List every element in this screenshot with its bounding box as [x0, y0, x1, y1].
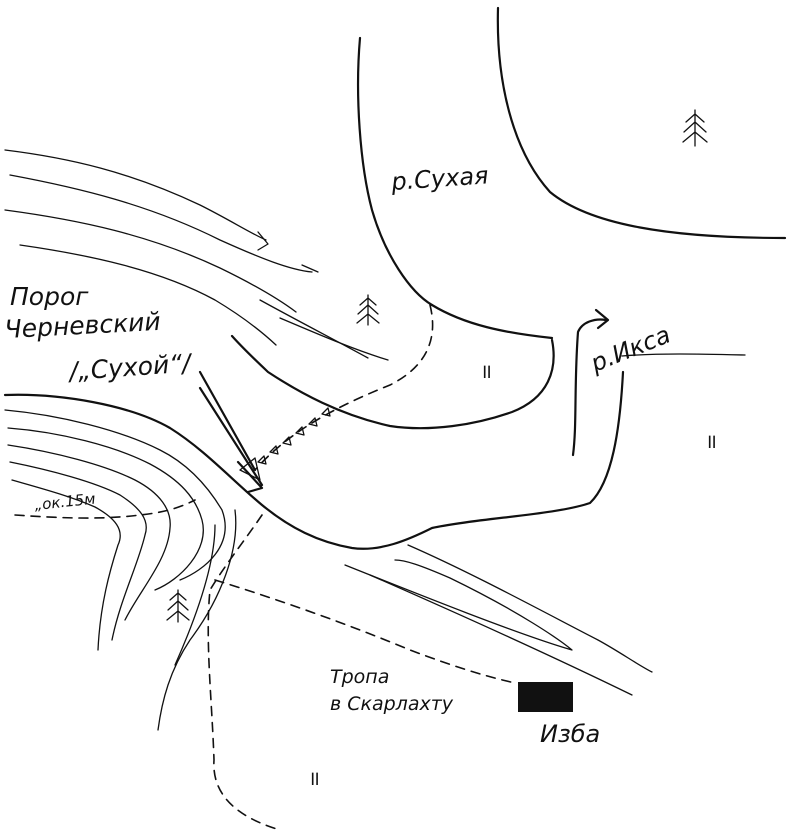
river-iksa-label: р.Икса — [586, 320, 675, 378]
river-iksa-right-bank — [621, 353, 746, 357]
hut-label: Изба — [540, 720, 600, 748]
swamp-symbol: ॥ — [480, 359, 492, 383]
contour-lines-upper — [4, 149, 389, 361]
elevation-dashed-line — [14, 499, 196, 519]
river-sukhaya-left-bank-lower — [430, 303, 554, 340]
river-sukhaya-left-bank — [356, 36, 434, 307]
swamp-symbol: ॥ — [308, 766, 320, 790]
river-iksa-bank — [571, 318, 608, 457]
trail-dashed-to-hut — [214, 579, 516, 684]
rapid-triangle-marks — [257, 407, 331, 465]
main-river-lower-bank — [3, 370, 625, 550]
river-iksa-arrow-head — [594, 308, 610, 330]
rapid-label-line1: Порог — [10, 282, 89, 311]
river-sukhaya-label: р.Сухая — [389, 161, 489, 196]
conifer-icon — [166, 589, 190, 623]
conifer-icon — [682, 109, 708, 147]
elevation-label: „ок.15м — [34, 490, 97, 514]
trail-label-line2: в Скарлахту — [330, 693, 454, 715]
contour-lines-right — [344, 544, 653, 696]
river-sukhaya-right-bank — [496, 6, 787, 240]
hut-marker — [518, 682, 573, 712]
rapid-arrow — [198, 370, 264, 494]
swamp-symbol: ॥ — [705, 429, 717, 453]
rapid-arrow-head — [239, 457, 261, 481]
trail-dashed-upper — [254, 304, 434, 471]
rapid-label-line2: Черневский — [4, 307, 162, 344]
trail-label-line1: Тропа — [330, 666, 389, 688]
main-river-upper-bank — [230, 334, 555, 430]
contour-lines-lower — [4, 409, 237, 731]
conifer-icon — [356, 294, 380, 326]
trail-dashed-main — [207, 514, 281, 831]
rapid-label-line3: /„Сухой“/ — [66, 348, 194, 386]
